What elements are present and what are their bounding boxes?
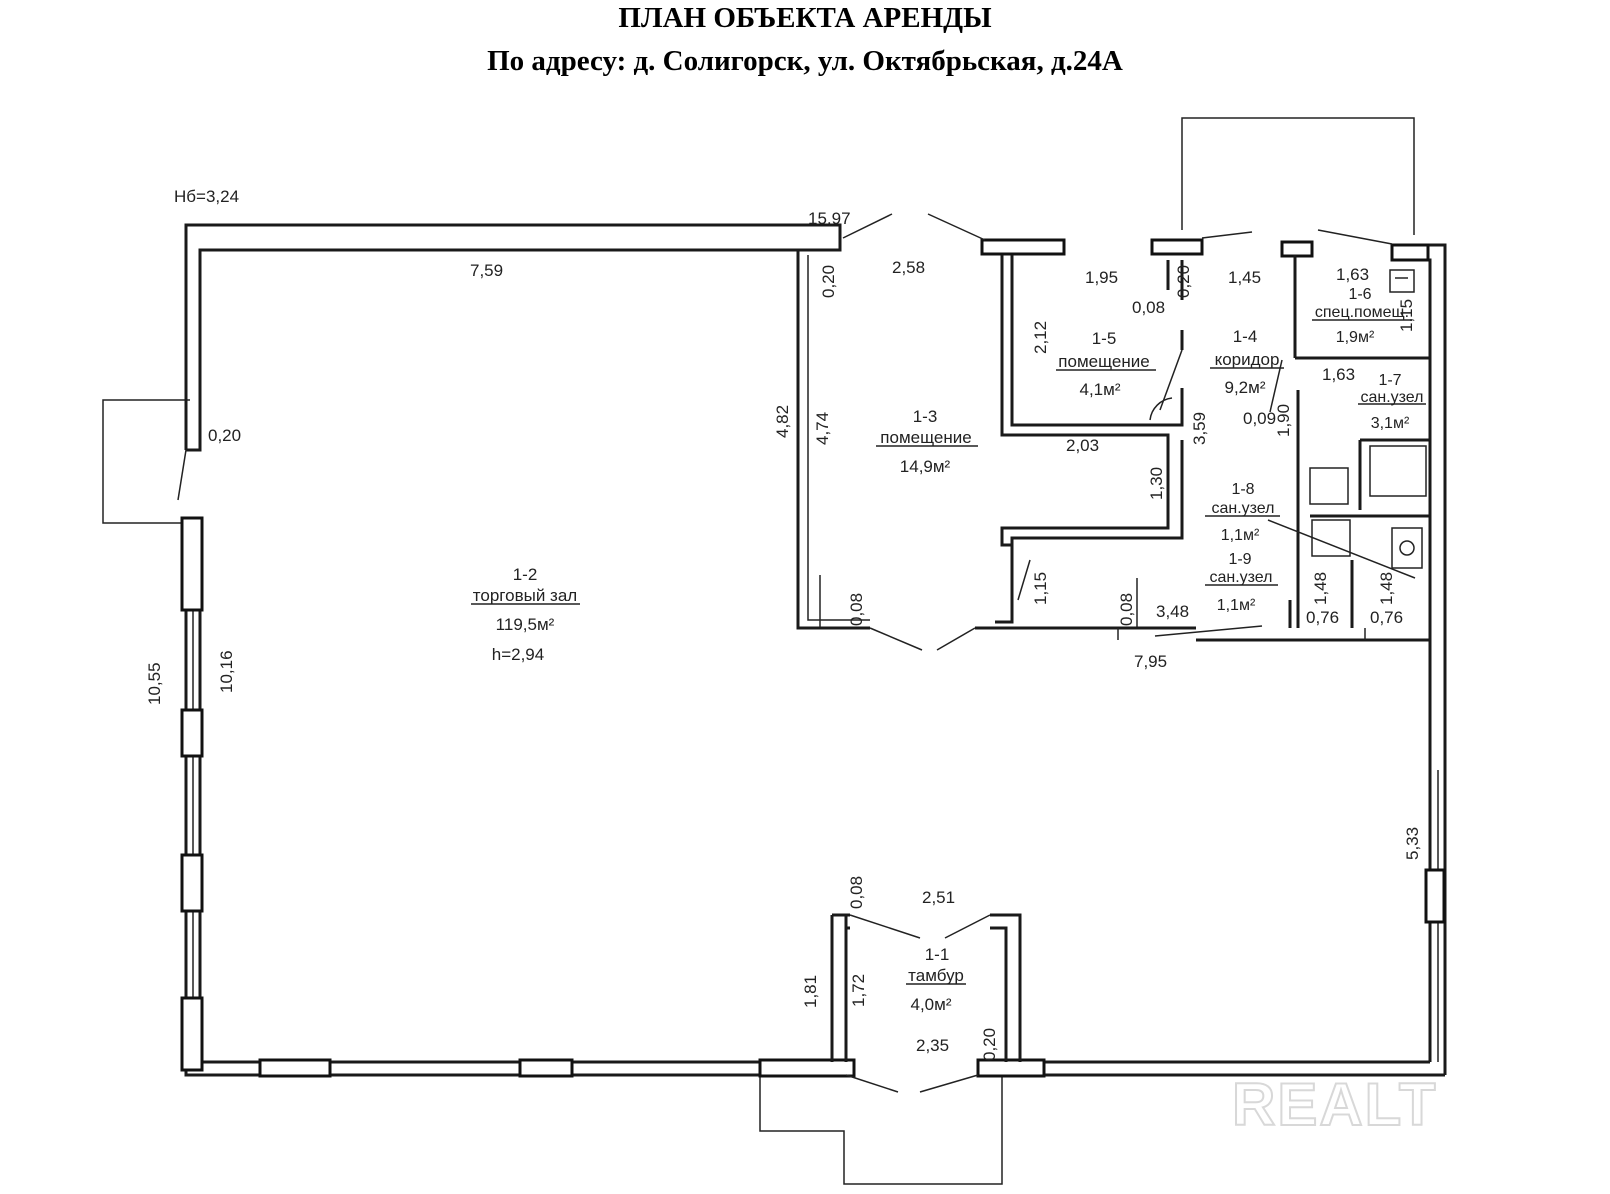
dim-3-59: 3,59 <box>1190 412 1209 445</box>
left-porch <box>102 399 190 524</box>
interior-walls <box>796 248 1430 1062</box>
room-1-1-label: 1-1 тамбур 4,0м² <box>908 945 964 1014</box>
room-1-5-label: 1-5 помещение 4,1м² <box>1058 329 1149 399</box>
dim-1-63-mid: 1,63 <box>1322 365 1355 384</box>
dim-0-20-d: 0,20 <box>980 1028 999 1061</box>
room-1-9-id: 1-9 <box>1228 551 1251 568</box>
dim-1-72: 1,72 <box>849 974 868 1007</box>
dim-0-08-c: 0,08 <box>1117 593 1136 626</box>
plan-address: По адресу: д. Солигорск, ул. Октябрьская… <box>487 45 1123 77</box>
dim-2-35: 2,35 <box>916 1036 949 1055</box>
room-1-1-name: тамбур <box>908 966 964 985</box>
sanitary-fixtures <box>1309 445 1427 569</box>
room-1-2-height: h=2,94 <box>492 645 544 664</box>
room-1-9-area: 1,1м² <box>1217 597 1256 614</box>
room-1-7-area: 3,1м² <box>1371 415 1410 432</box>
room-1-1-area: 4,0м² <box>911 995 952 1014</box>
room-1-7-label: 1-7 сан.узел 3,1м² <box>1360 372 1423 432</box>
dim-2-58: 2,58 <box>892 258 925 277</box>
room-1-6-id: 1-6 <box>1348 286 1371 303</box>
dim-2-12: 2,12 <box>1031 321 1050 354</box>
room-1-9-label: 1-9 сан.узел 1,1м² <box>1209 551 1272 614</box>
dim-0-76-b: 0,76 <box>1370 608 1403 627</box>
door-swings <box>177 213 1416 1093</box>
dim-4-74: 4,74 <box>813 412 832 445</box>
room-1-2-name: торговый зал <box>473 586 577 605</box>
room-1-6-area: 1,9м² <box>1336 329 1375 346</box>
dim-0-08-b: 0,08 <box>847 593 866 626</box>
room-1-4-label: 1-4 коридор 9,2м² <box>1215 327 1280 397</box>
room-1-2-label: 1-2 торговый зал 119,5м² h=2,94 <box>473 565 577 664</box>
room-1-6-label: 1-6 спец.помещ. 1,9м² <box>1315 286 1409 346</box>
room-1-4-area: 9,2м² <box>1225 378 1266 397</box>
room-1-4-id: 1-4 <box>1233 327 1258 346</box>
dim-1-48-a: 1,48 <box>1311 572 1330 605</box>
dim-1-81: 1,81 <box>801 975 820 1008</box>
room-1-5-name: помещение <box>1058 352 1149 371</box>
room-1-5-id: 1-5 <box>1092 329 1117 348</box>
dim-1-15-a: 1,15 <box>1397 299 1416 332</box>
room-1-7-id: 1-7 <box>1378 372 1401 389</box>
dim-0-76-a: 0,76 <box>1306 608 1339 627</box>
dimension-labels: 15,97 7,59 2,58 1,95 1,45 1,63 1,63 0,08… <box>145 209 1422 1061</box>
dim-7-59: 7,59 <box>470 261 503 280</box>
top-extension <box>1181 117 1415 235</box>
room-1-3-label: 1-3 помещение 14,9м² <box>880 407 971 476</box>
room-1-1-id: 1-1 <box>925 945 950 964</box>
room-1-8-name: сан.узел <box>1211 500 1274 517</box>
room-1-5-area: 4,1м² <box>1080 380 1121 399</box>
dim-0-09: 0,09 <box>1243 409 1276 428</box>
room-1-8-area: 1,1м² <box>1221 527 1260 544</box>
realt-watermark: REALT <box>1232 1071 1438 1138</box>
room-1-4-name: коридор <box>1215 350 1280 369</box>
dim-4-82: 4,82 <box>773 405 792 438</box>
dim-3-48: 3,48 <box>1156 602 1189 621</box>
room-1-9-name: сан.узел <box>1209 569 1272 586</box>
dim-1-30: 1,30 <box>1147 467 1166 500</box>
window-frames <box>180 238 1446 1078</box>
dim-1-95: 1,95 <box>1085 268 1118 287</box>
dim-0-20-b: 0,20 <box>819 265 838 298</box>
dim-5-33: 5,33 <box>1403 827 1422 860</box>
dim-10-16: 10,16 <box>217 650 236 693</box>
plan-title: ПЛАН ОБЪЕКТА АРЕНДЫ <box>618 2 992 34</box>
dim-10-55: 10,55 <box>145 662 164 705</box>
dim-1-90: 1,90 <box>1274 404 1293 437</box>
dim-2-51: 2,51 <box>922 888 955 907</box>
height-note: Hб=3,24 <box>174 187 239 206</box>
label-underlines <box>471 319 1426 985</box>
room-1-8-id: 1-8 <box>1231 481 1254 498</box>
dim-1-48-b: 1,48 <box>1377 572 1396 605</box>
dim-0-20-left: 0,20 <box>208 426 241 445</box>
room-1-2-area: 119,5м² <box>496 615 555 634</box>
dim-1-45: 1,45 <box>1228 268 1261 287</box>
room-1-3-area: 14,9м² <box>900 457 951 476</box>
room-1-3-id: 1-3 <box>913 407 938 426</box>
dim-15-97: 15,97 <box>808 209 851 228</box>
dim-1-15-b: 1,15 <box>1031 572 1050 605</box>
dim-1-63-top: 1,63 <box>1336 265 1369 284</box>
room-1-2-id: 1-2 <box>513 565 538 584</box>
room-1-3-name: помещение <box>880 428 971 447</box>
dim-0-08-d: 0,08 <box>847 876 866 909</box>
dim-7-95: 7,95 <box>1134 652 1167 671</box>
room-1-8-label: 1-8 сан.узел 1,1м² <box>1211 481 1274 544</box>
dim-2-03: 2,03 <box>1066 436 1099 455</box>
room-1-6-name: спец.помещ. <box>1315 304 1409 321</box>
room-1-7-name: сан.узел <box>1360 389 1423 406</box>
dim-0-08-a: 0,08 <box>1132 298 1165 317</box>
dim-0-20-c: 0,20 <box>1174 265 1193 298</box>
bottom-porch <box>759 1064 1003 1185</box>
